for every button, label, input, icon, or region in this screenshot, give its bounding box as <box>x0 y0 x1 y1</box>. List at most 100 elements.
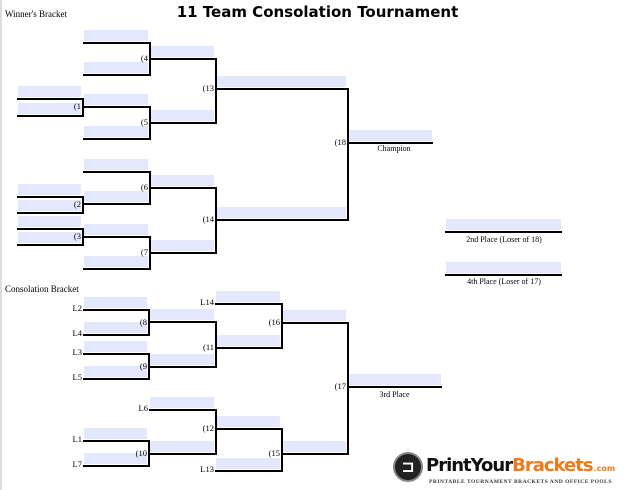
game-number-label: (6 <box>140 182 148 192</box>
team-slot[interactable] <box>18 184 81 195</box>
team-slot[interactable] <box>84 224 148 235</box>
team-slot[interactable] <box>150 110 214 121</box>
team-slot[interactable] <box>348 130 432 141</box>
team-slot[interactable] <box>216 207 346 218</box>
bracket-connector <box>347 88 349 221</box>
slot-line <box>17 212 82 214</box>
slot-line <box>83 378 148 380</box>
bracket-connector <box>82 98 84 117</box>
bracket-connector <box>148 309 150 336</box>
game-number-label: (5 <box>140 117 148 127</box>
bracket-logo-icon: ⊐ <box>393 452 423 482</box>
team-slot[interactable] <box>446 219 561 230</box>
game-number-label: (18 <box>334 137 346 147</box>
slot-line <box>215 470 281 472</box>
slot-line <box>83 440 148 442</box>
team-slot[interactable] <box>84 256 148 267</box>
champion-label: Champion <box>377 144 411 153</box>
team-slot[interactable] <box>84 453 147 464</box>
team-slot[interactable] <box>348 374 441 385</box>
team-slot[interactable] <box>84 30 148 41</box>
loser-seed-label: L14 <box>200 297 214 307</box>
slot-line <box>281 322 347 324</box>
team-slot[interactable] <box>216 76 346 87</box>
game-number-label: (8 <box>139 317 147 327</box>
team-slot[interactable] <box>149 441 214 452</box>
team-slot[interactable] <box>18 216 81 227</box>
slot-line <box>83 268 149 270</box>
slot-line <box>17 98 82 100</box>
bracket-connector <box>215 187 217 254</box>
slot-line <box>215 219 347 221</box>
bracket-connector <box>149 236 151 270</box>
game-number-label: (16 <box>268 317 280 327</box>
game-number-label: (14 <box>202 214 214 224</box>
slot-line <box>445 274 562 276</box>
team-slot[interactable] <box>216 291 280 302</box>
page-border <box>0 0 2 490</box>
slot-line <box>83 106 149 108</box>
third-place-label: 3rd Place <box>379 390 410 399</box>
team-slot[interactable] <box>84 159 148 170</box>
team-slot[interactable] <box>84 297 147 308</box>
printyourbrackets-logo[interactable]: ⊐ PrintYourBrackets.com PRINTABLE TOURNA… <box>393 452 633 488</box>
slot-line <box>83 203 149 205</box>
team-slot[interactable] <box>84 322 147 333</box>
team-slot[interactable] <box>18 86 81 97</box>
bracket-connector <box>215 409 217 455</box>
slot-line <box>215 88 347 90</box>
game-number-label: (9 <box>139 361 147 371</box>
slot-line <box>281 453 347 455</box>
game-number-label: (15 <box>268 448 280 458</box>
fourth-place-label: 4th Place (Loser of 17) <box>467 277 541 286</box>
team-slot[interactable] <box>149 354 214 365</box>
team-slot[interactable] <box>150 240 214 251</box>
game-number-label: (12 <box>202 423 214 433</box>
team-slot[interactable] <box>18 232 81 243</box>
team-slot[interactable] <box>216 335 280 346</box>
team-slot[interactable] <box>84 94 148 105</box>
team-slot[interactable] <box>84 62 148 73</box>
team-slot[interactable] <box>18 200 81 211</box>
team-slot[interactable] <box>150 397 214 408</box>
slot-line <box>215 428 281 430</box>
team-slot[interactable] <box>84 341 147 352</box>
team-slot[interactable] <box>282 310 346 321</box>
team-slot[interactable] <box>216 416 280 427</box>
slot-line <box>17 244 82 246</box>
team-slot[interactable] <box>150 46 214 57</box>
bracket-connector <box>149 106 151 140</box>
slot-line <box>149 187 215 189</box>
slot-line <box>149 409 215 411</box>
logo-name: PrintYourBrackets.com <box>426 455 616 476</box>
bracket-connector <box>82 228 84 246</box>
bracket-connector <box>148 353 150 380</box>
game-number-label: (4 <box>140 53 148 63</box>
slot-line <box>17 196 82 198</box>
bracket-connector <box>281 303 283 349</box>
slot-line <box>83 42 149 44</box>
team-slot[interactable] <box>84 428 147 439</box>
team-slot[interactable] <box>84 366 147 377</box>
slot-line <box>83 236 149 238</box>
slot-line <box>215 303 281 305</box>
team-slot[interactable] <box>216 458 280 469</box>
slot-line <box>148 453 215 455</box>
team-slot[interactable] <box>446 262 561 273</box>
team-slot[interactable] <box>84 191 148 202</box>
slot-line <box>83 74 149 76</box>
bracket-connector <box>148 440 150 467</box>
loser-seed-label: L6 <box>138 403 148 413</box>
bracket-connector <box>215 58 217 124</box>
team-slot[interactable] <box>84 126 148 137</box>
slot-line <box>83 138 149 140</box>
team-slot[interactable] <box>150 175 214 186</box>
game-number-label: (11 <box>202 342 214 352</box>
team-slot[interactable] <box>282 441 346 452</box>
loser-seed-label: L1 <box>72 434 82 444</box>
bracket-connector <box>149 42 151 76</box>
bracket-connector <box>82 196 84 214</box>
game-number-label: (13 <box>202 83 214 93</box>
team-slot[interactable] <box>18 103 81 114</box>
team-slot[interactable] <box>149 309 214 320</box>
